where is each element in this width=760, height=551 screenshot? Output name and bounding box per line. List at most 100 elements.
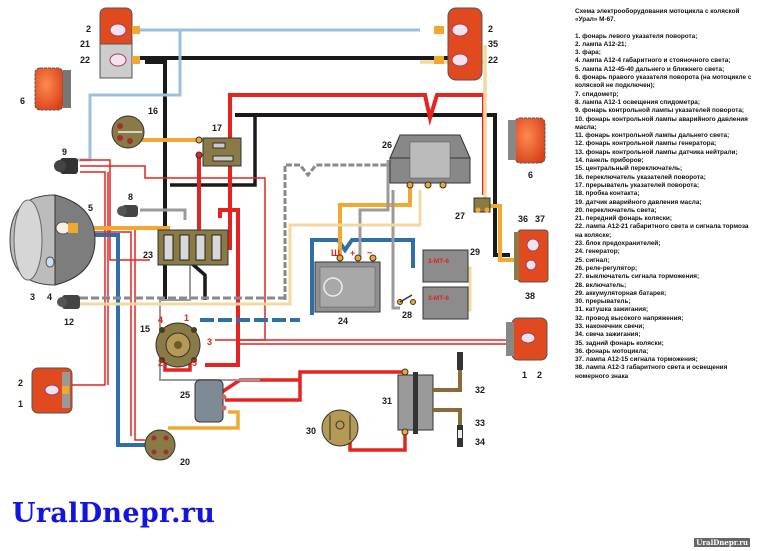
ignition-switch [155,322,201,368]
battery-cell-bottom-label: 3-МТ-6 [428,295,449,302]
legend-item: 16. переключатель указателей поворота; [575,173,706,181]
wire-black-15 [188,260,207,300]
label-36: 36 [518,214,528,224]
label-1-right: 1 [522,370,527,380]
legend-item: 34. свеча зажигания; [575,331,641,339]
label-34: 34 [475,437,485,447]
label-35: 35 [488,39,498,49]
label-26: 26 [382,140,392,150]
legend-item: 23. блок предохранителей; [575,240,661,248]
label-1-left: 1 [18,399,23,409]
legend-item: 18. пробка контакта; [575,190,640,198]
label-21: 21 [80,39,90,49]
generator [314,254,381,313]
wire-gray-8 [140,208,187,220]
label-20: 20 [180,457,190,467]
label-38: 38 [525,291,535,301]
label-12: 12 [64,317,74,327]
wire-orange-signal-20 [168,410,240,430]
label-2-right-lower: 2 [537,370,542,380]
terminal-plus: + [350,248,355,258]
contact-breaker [321,409,359,447]
battery-cell-top-label: 3-МТ-6 [428,258,449,265]
legend-item: 38. лампа А12-3 габаритного света и осве… [575,364,728,380]
wire-blue-headlamp [88,233,150,447]
legend-item: 33. наконечник свечи; [575,322,645,330]
high-voltage-leads [433,352,463,447]
generator-control-lamp [57,295,80,309]
legend-item: 29. аккумуляторная батарея; [575,289,667,297]
turn-signal-switch [111,115,145,149]
turn-indicator-right-lamp [34,67,71,111]
sidecar-rear-lamp [434,7,483,81]
label-2-left: 2 [18,378,23,388]
legend-item: 6. фонарь правого указателя поворота (на… [575,74,752,90]
turn-indicator-lamp-right-side [508,117,546,164]
legend-item: 26. реле-регулятор; [575,264,638,272]
legend-item: 28. включатель; [575,281,627,289]
label-8: 8 [128,192,133,202]
legend-title: Схема электрооборудования мотоцикла с ко… [575,8,740,24]
legend-item: 4. лампа А12-4 габаритного и стояночного… [575,57,731,65]
label-27: 27 [455,211,465,221]
label-16: 16 [148,106,158,116]
legend-item: 25. сигнал; [575,256,610,264]
label-2: 2 [86,24,91,34]
label-25: 25 [180,390,190,400]
turn-indicator-left-rear-lamp [506,317,548,361]
legend-item: 7. спидометр; [575,90,619,98]
light-switch [144,429,176,461]
label-31: 31 [382,396,392,406]
legend-item: 17. прерыватель указателей поворота; [575,181,700,189]
brake-light-switch [473,197,491,213]
legend-item: 3. фара; [575,49,601,57]
label-6-right: 6 [528,170,533,180]
legend-item: 8. лампа А12-1 освещения спидометра; [575,98,700,106]
label-29: 29 [470,247,480,257]
label-30: 30 [306,426,316,436]
terminal-ac: ~ [367,248,372,258]
fuse-block [157,229,229,266]
legend-item: 14. панель приборов; [575,157,644,165]
label-24: 24 [338,316,348,326]
terminal-sh: Ш [331,248,340,258]
headlamp [9,194,96,286]
label-23: 23 [143,250,153,260]
turn-control-lamp [54,158,78,174]
component-labels: 2 21 22 6 16 17 9 8 5 23 3 4 12 15 2 1 2… [18,24,545,467]
wire-red-signal [221,378,300,394]
sw15-terminal-3: 3 [207,337,212,347]
legend-item: 9. фонарь контрольной лампы указателей п… [575,107,745,115]
legend-item: 22. лампа А12-21 габаритного света и сиг… [575,223,749,239]
wire-red-headlamp-2 [85,231,132,436]
turn-indicator-left-lamp [31,367,73,414]
wire-black-right [235,113,510,257]
wire-orange-27-36 [490,204,518,262]
wire-gray-28 [391,190,400,310]
legend-item: 15. центральный переключатель; [575,165,683,173]
wire-orange-26-gen [338,185,412,258]
label-9: 9 [62,147,67,157]
brand-logo: UralDnepr.ru [12,498,216,529]
label-32: 32 [475,385,485,395]
legend-item: 35. задний фонарь коляски; [575,339,664,347]
legend-item: 36. фонарь мотоцикла; [575,347,649,355]
wire-red-coil-bottom [348,432,407,452]
legend-item: 2. лампа А12-21; [575,40,627,48]
watermark: UralDnepr.ru [694,538,750,547]
label-6: 6 [20,96,25,106]
label-37: 37 [535,214,545,224]
label-33: 33 [475,418,485,428]
wire-pale-panel [80,190,422,306]
legend-item: 21. передний фонарь коляски; [575,215,672,223]
wires [70,28,518,452]
legend-item: 32. провод высокого напряжения; [575,314,684,322]
legend-item: 31. катушка зажигания; [575,306,649,314]
voltage-regulator [389,134,471,189]
legend: Схема электрооборудования мотоцикла с ко… [575,8,757,381]
legend-item: 24. генератор; [575,248,620,256]
wire-gray-horn [159,262,260,381]
legend-items: 1. фонарь левого указателя поворота;2. л… [575,33,757,381]
label-15: 15 [140,324,150,334]
legend-item: 11. фонарь контрольной лампы дальнего св… [575,132,730,140]
